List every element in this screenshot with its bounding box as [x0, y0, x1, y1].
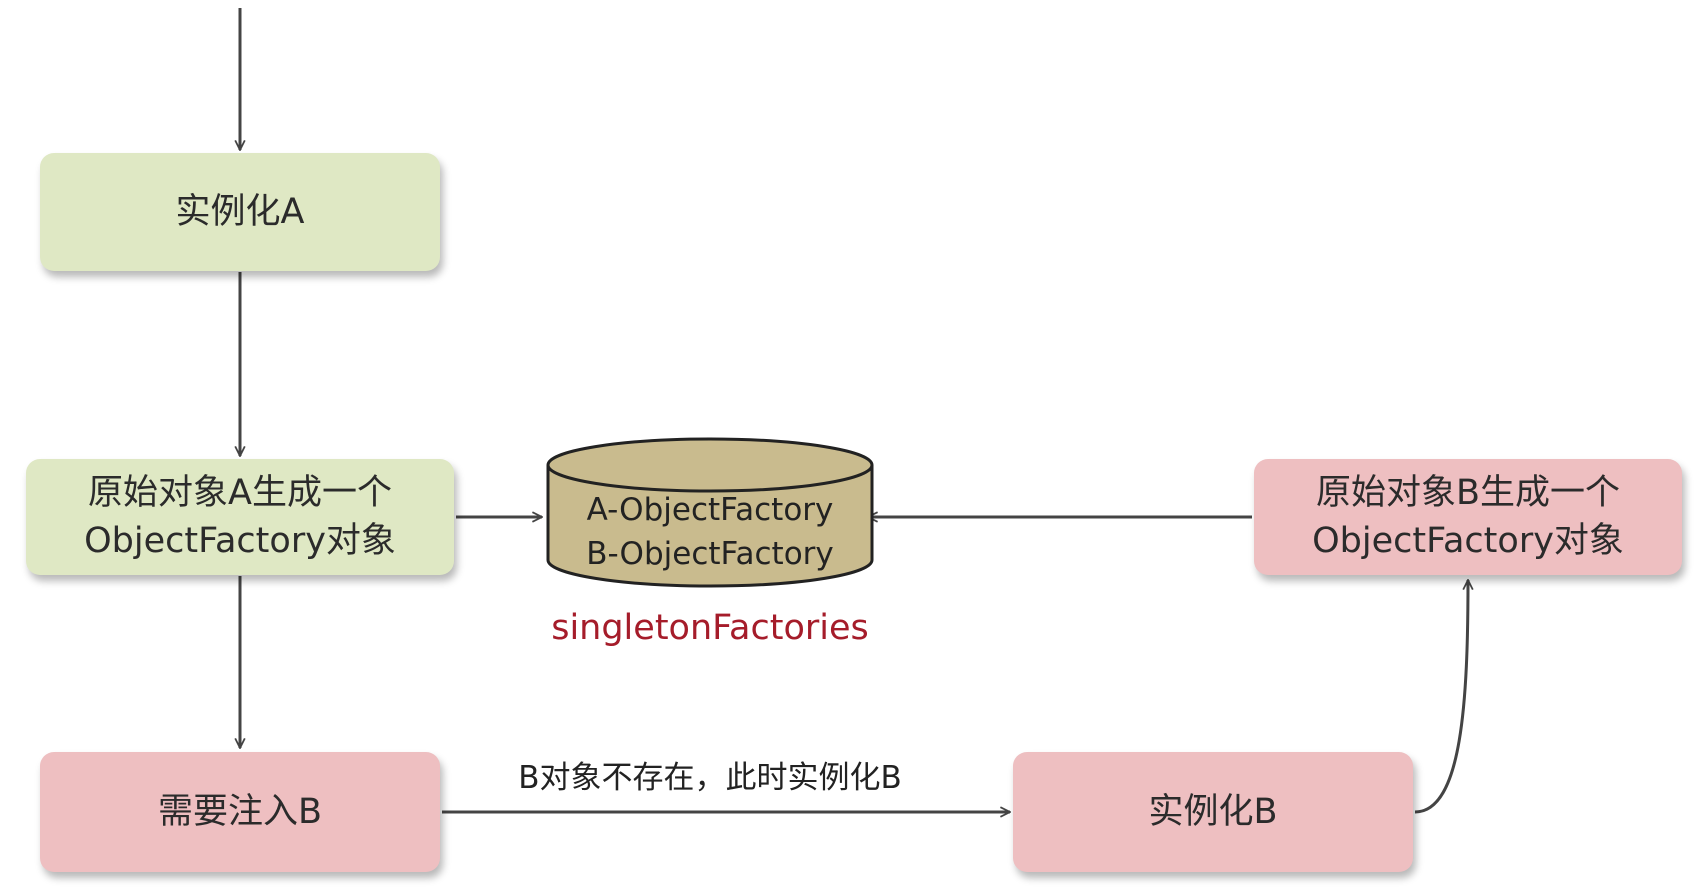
store-entry-b: B-ObjectFactory [586, 536, 834, 572]
node-instantiate-b: 实例化B [1013, 752, 1413, 872]
edge-label-instantiate-b: B对象不存在，此时实例化B [518, 760, 902, 796]
node-instantiate-a-label: 实例化A [175, 192, 305, 232]
node-object-factory-a-line2: ObjectFactory对象 [84, 521, 396, 561]
arrow-instantiate-b-to-factory-b [1414, 580, 1468, 814]
store-entry-a: A-ObjectFactory [586, 492, 834, 528]
node-object-factory-a-line1: 原始对象A生成一个 [88, 473, 392, 513]
node-instantiate-b-label: 实例化B [1148, 792, 1278, 832]
node-instantiate-a: 实例化A [40, 153, 440, 271]
node-object-factory-a: 原始对象A生成一个 ObjectFactory对象 [26, 459, 454, 575]
store-name-label: singletonFactories [551, 608, 869, 648]
node-object-factory-b-line2: ObjectFactory对象 [1312, 521, 1624, 561]
node-inject-b-label: 需要注入B [157, 792, 322, 832]
node-object-factory-b: 原始对象B生成一个 ObjectFactory对象 [1254, 459, 1682, 575]
singleton-factories-cylinder [546, 437, 874, 588]
node-object-factory-b-line1: 原始对象B生成一个 [1315, 473, 1620, 513]
node-inject-b: 需要注入B [40, 752, 440, 872]
